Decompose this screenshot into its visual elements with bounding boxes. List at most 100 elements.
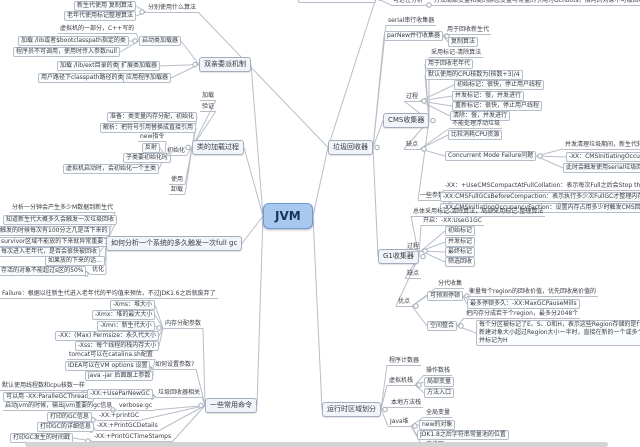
- topic-use[interactable]: 使用: [169, 176, 186, 185]
- topic-parnewcmd[interactable]: -XX:+UseParNewGC: [87, 389, 153, 399]
- topic-boot-c[interactable]: 程序员不可调用，使用时传入参数null: [13, 47, 120, 57]
- topic-serial[interactable]: serial串行收集器: [386, 17, 437, 26]
- topic-reach-d[interactable]: 方法局部变量和类的静态变量与常量的引用为GcRoots，指向的对象不可被回收: [432, 0, 640, 6]
- topic-opt[interactable]: 优化: [90, 266, 107, 275]
- topic-native[interactable]: 本地方法栈: [389, 399, 424, 408]
- collapse-toggle-g1-g3[interactable]: [458, 323, 464, 329]
- topic-g1-g3[interactable]: 空间整合: [427, 321, 458, 331]
- topic-subinit[interactable]: 子类要初始化时: [123, 153, 172, 163]
- topic-heap[interactable]: Java堆: [388, 418, 411, 427]
- topic-fa2[interactable]: 知道新生代大概多久会触发一次垃圾回收: [3, 215, 118, 225]
- topic-cmf3[interactable]: 此时会触发使用serial垃圾回收器来回收: [563, 163, 640, 173]
- collapse-toggle-cms-proc[interactable]: [421, 98, 427, 104]
- topic-g1-g2b[interactable]: 最多停顿多久：-XX:MaxGCPauseMills: [467, 299, 580, 309]
- topic-h3[interactable]: JDK1.8之后字符串常量池的位置: [417, 430, 509, 440]
- topic-pn-new[interactable]: 用于回收新生代: [445, 26, 492, 35]
- topic-algo-old[interactable]: 老年代使用标记整理算法: [64, 11, 137, 21]
- topic-cmf[interactable]: Concurrent Mode Failure问题: [445, 151, 537, 161]
- topic-g1-q4[interactable]: 筛选回收: [445, 257, 476, 267]
- topic-perm[interactable]: -XX：(Max) Permsize：永久代大小: [55, 331, 160, 341]
- topic-vb2[interactable]: verbose:gc: [117, 402, 155, 411]
- collapse-toggle-algo-q[interactable]: [139, 9, 145, 15]
- topic-g1-bad[interactable]: 缺点: [405, 270, 422, 279]
- topic-pc[interactable]: 程序计数器: [387, 357, 422, 366]
- topic-idea[interactable]: IDEA可以在VM options 设置: [65, 361, 151, 371]
- topic-fa7[interactable]: 存活的对象不能超过s区的50%: [0, 266, 87, 276]
- topic-gc[interactable]: 垃圾回收器: [328, 140, 373, 155]
- topic-os3[interactable]: 方法入口: [424, 388, 455, 398]
- collapse-toggle-vb2[interactable]: [110, 407, 116, 413]
- topic-cms-p3[interactable]: 重新标记：很快，停止用户线程: [452, 101, 543, 111]
- topic-pd1[interactable]: 打印GC的详细信息: [37, 422, 94, 432]
- collapse-toggle-heap[interactable]: [412, 423, 418, 429]
- collapse-toggle-runtime[interactable]: [382, 406, 388, 413]
- topic-prepare[interactable]: 准备：类变量内存分配，初始化: [107, 112, 198, 122]
- horizontal-scrollbar[interactable]: [25, 442, 608, 447]
- topic-tomcat[interactable]: tomcat可以在catalina.sh配置: [67, 351, 155, 360]
- topic-jvm[interactable]: JVM: [263, 203, 313, 229]
- topic-load[interactable]: 加载: [200, 92, 217, 101]
- topic-jarp[interactable]: java -jar 后面跟上参数: [85, 371, 154, 381]
- topic-g1-good[interactable]: 优点: [396, 298, 413, 307]
- topic-cms-old[interactable]: 用于回收老年代: [425, 59, 474, 69]
- topic-g1-g3b[interactable]: 每个分区被标记了E、S、O和H，表示这些Region存储的是什么 新建对象大小超…: [476, 320, 640, 346]
- topic-xmn[interactable]: -Xmn：新生代大小: [97, 321, 155, 331]
- topic-cms-b2[interactable]: 比较消耗CPU资源: [448, 130, 503, 140]
- topic-os2[interactable]: 局部变量: [424, 377, 455, 387]
- topic-fa3[interactable]: 触发的时候每次有100分之几是活下来的: [0, 226, 111, 236]
- collapse-toggle-g1-g2[interactable]: [464, 293, 470, 299]
- topic-maininit[interactable]: 虚拟机启动时，会初始化一个主类: [63, 164, 160, 174]
- topic-cms-b1[interactable]: 不能处理浮动垃圾: [450, 120, 503, 129]
- collapse-toggle-cmds[interactable]: [198, 402, 204, 409]
- topic-g1-q3[interactable]: 最终标记: [445, 247, 476, 257]
- topic-pn-copy[interactable]: 复制算法: [448, 37, 479, 47]
- collapse-toggle-g1[interactable]: [420, 253, 426, 260]
- topic-cms[interactable]: CMS收集器: [383, 113, 430, 128]
- topic-parnew[interactable]: parNew并行收集器: [384, 31, 444, 41]
- topic-cms-p1[interactable]: 初始标记：很快，停止用户线程: [454, 80, 545, 90]
- topic-cms-proc[interactable]: 过程: [404, 93, 421, 102]
- topic-os1[interactable]: 操作数栈: [424, 367, 453, 376]
- topic-gccmd[interactable]: 垃圾回收器相关: [156, 389, 203, 398]
- topic-cmds[interactable]: 一些常用命令: [205, 398, 257, 413]
- topic-xss[interactable]: -Xss：每个线程的栈内存大小: [75, 341, 160, 351]
- collapse-toggle-vmstack[interactable]: [416, 382, 422, 388]
- topic-reflect[interactable]: 反射: [142, 143, 161, 153]
- topic-g1-proc[interactable]: 过程: [405, 243, 422, 252]
- topic-fullgc[interactable]: 如何分析一个系统的多久触发一次full gc: [106, 236, 243, 251]
- topic-g1-q2[interactable]: 并发标记: [445, 237, 476, 247]
- topic-boot-b[interactable]: 加载 /lib或者$bootclasspath指定的类: [18, 36, 129, 46]
- topic-g1[interactable]: G1收集器: [378, 249, 419, 264]
- topic-init[interactable]: 初始化: [165, 147, 188, 156]
- topic-g1-on[interactable]: 开启：-XX:UseG1GC: [421, 217, 484, 226]
- collapse-toggle-g1-proc[interactable]: [422, 248, 428, 254]
- topic-resolve[interactable]: 解析：把符号引用替换成直接引用: [100, 123, 197, 133]
- topic-pd2[interactable]: -XX:+PrintGCDetails: [95, 422, 160, 431]
- topic-delegate[interactable]: 双亲委派机制: [199, 57, 251, 72]
- topic-fa1[interactable]: 分析一分钟会产生多少M数据到新生代: [10, 204, 116, 213]
- collapse-toggle-boot[interactable]: [132, 38, 138, 44]
- topic-algo-new[interactable]: 新生代使用 复制算法: [74, 1, 136, 11]
- topic-pt2[interactable]: -XX:+PrintGCTimeStamps: [92, 433, 174, 442]
- topic-failure[interactable]: Failure：根据以往新生代进入老年代的平均值来预估，不过JDK1.6之后就废…: [0, 290, 218, 299]
- topic-judge[interactable]: 如何判断一个对象的死亡？: [298, 0, 377, 3]
- topic-runtime[interactable]: 运行时区域划分: [322, 402, 381, 417]
- topic-howset[interactable]: 如何设置参数?: [153, 361, 197, 370]
- topic-boot[interactable]: 启动类加载器: [139, 36, 182, 46]
- topic-cms-p2[interactable]: 并发标记：慢，并发进行: [452, 91, 525, 101]
- collapse-toggle-cms[interactable]: [430, 117, 436, 124]
- topic-cms-pm2[interactable]: -XX:CMSFullGCsBeforeCompaction：表示执行多少次Fu…: [440, 192, 640, 202]
- topic-cms-p4[interactable]: 清除：慢，并发进行: [450, 111, 511, 121]
- topic-h2[interactable]: new的对象: [419, 420, 456, 430]
- topic-cms-bad[interactable]: 缺点: [404, 141, 421, 150]
- topic-mem[interactable]: 内存分配参数: [163, 320, 204, 329]
- topic-cms-pm1[interactable]: -XX：+UseCMSCompactAtFullCollation：表示每次Fu…: [443, 182, 640, 191]
- collapse-toggle-reach[interactable]: [426, 2, 432, 8]
- topic-g1-g3a[interactable]: 把内存分成若干个region，最多分2048个: [464, 310, 581, 319]
- topic-fa6[interactable]: 如果放的下来的话…: [45, 256, 106, 266]
- topic-app[interactable]: 应用程序加载器: [123, 73, 172, 83]
- topic-classload[interactable]: 类的加载过程: [192, 140, 244, 155]
- topic-g1-q1[interactable]: 初始标记: [445, 226, 476, 236]
- topic-thr1[interactable]: 默认使用线程数和cpu核数一样: [0, 382, 87, 391]
- topic-cms-algo[interactable]: 采用标记-清除算法: [429, 49, 484, 58]
